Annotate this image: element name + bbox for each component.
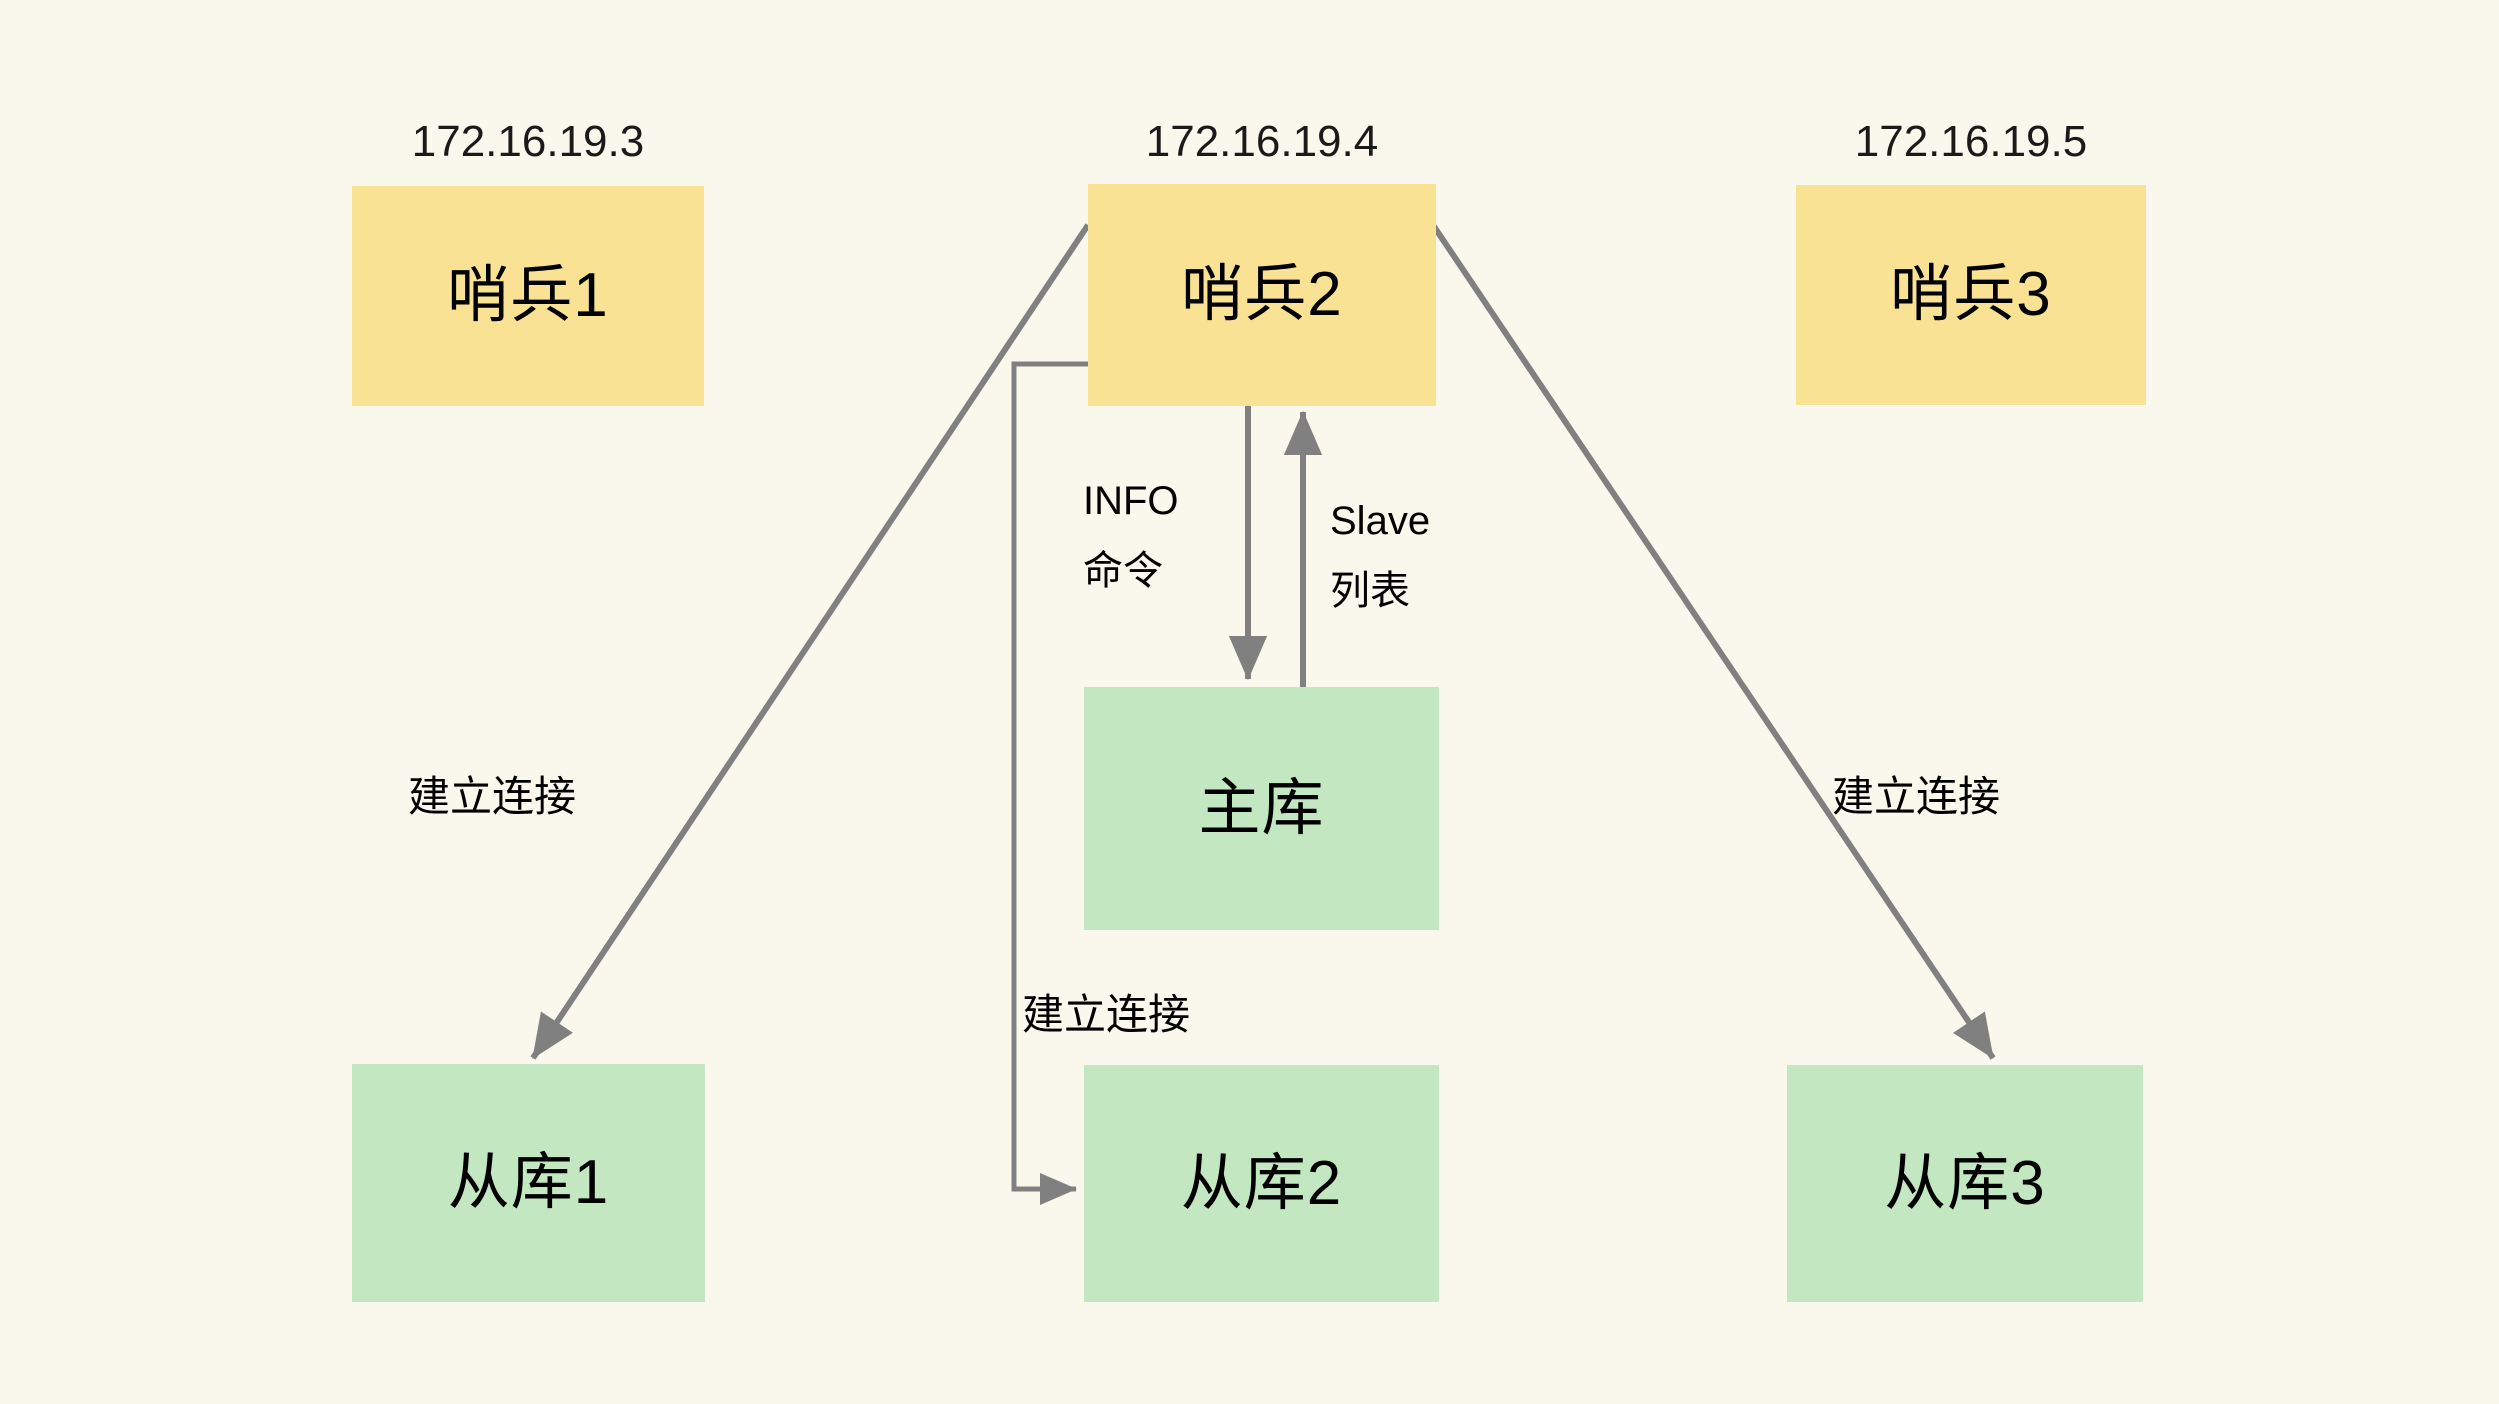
label-connect-right: 建立连接 bbox=[1832, 773, 2001, 820]
edge-sentinel2-to-replica2 bbox=[1011, 361, 1088, 1205]
node-replica-1[interactable]: 从库1 bbox=[352, 1064, 705, 1302]
label-connect-middle: 建立连接 bbox=[1022, 991, 1191, 1038]
node-sentinel-2[interactable]: 哨兵2 bbox=[1088, 184, 1436, 406]
label-connect-left: 建立连接 bbox=[408, 773, 577, 820]
node-master[interactable]: 主库 bbox=[1084, 687, 1439, 930]
label-info-command-line1: INFO bbox=[1083, 479, 1179, 523]
sentinel-3-ip: 172.16.19.5 bbox=[1854, 117, 2088, 166]
node-replica-2[interactable]: 从库2 bbox=[1084, 1065, 1439, 1302]
sentinel-1-ip: 172.16.19.3 bbox=[411, 117, 645, 166]
node-sentinel-1[interactable]: 哨兵1 bbox=[352, 186, 704, 406]
node-replica-3[interactable]: 从库3 bbox=[1787, 1065, 2143, 1302]
sentinel-2-ip: 172.16.19.4 bbox=[1145, 117, 1379, 166]
node-sentinel-3[interactable]: 哨兵3 bbox=[1796, 185, 2146, 405]
label-slave-list-line2: 列表 bbox=[1330, 569, 1410, 613]
label-slave-list-line1: Slave bbox=[1330, 499, 1431, 543]
label-info-command-line2: 命令 bbox=[1083, 549, 1163, 593]
